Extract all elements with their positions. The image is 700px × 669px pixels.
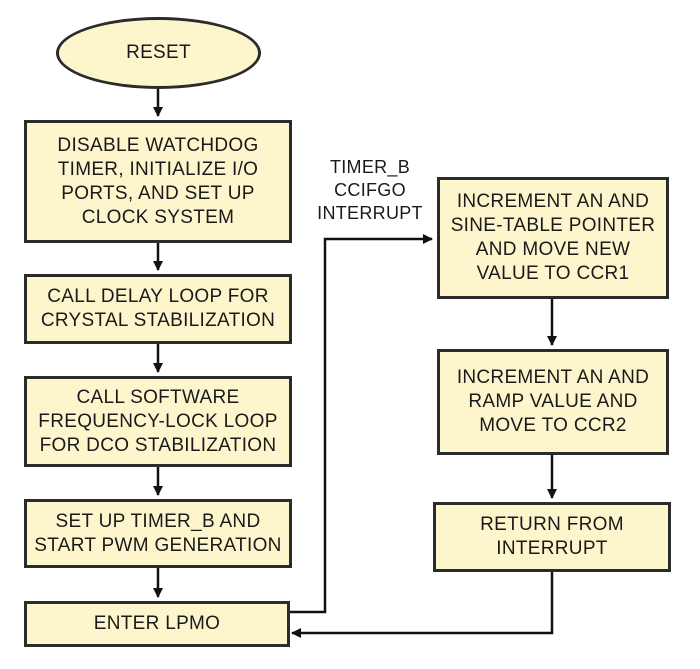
delay-loop-label: CALL DELAY LOOP FOR CRYSTAL STABILIZATIO…: [40, 286, 276, 331]
arrow-lpm-to-interrupt: [290, 234, 433, 614]
enter-lpm-node: ENTER LPMO: [24, 601, 290, 647]
increment-ramp-node: INCREMENT AN AND RAMP VALUE AND MOVE TO …: [437, 349, 669, 455]
interrupt-label: TIMER_B CCIFGO INTERRUPT: [317, 157, 423, 223]
delay-loop-node: CALL DELAY LOOP FOR CRYSTAL STABILIZATIO…: [24, 274, 292, 344]
setup-timer-node: SET UP TIMER_B AND START PWM GENERATION: [24, 499, 292, 568]
reset-node: RESET: [56, 17, 261, 89]
reset-label: RESET: [126, 42, 191, 63]
freq-lock-node: CALL SOFTWARE FREQUENCY-LOCK LOOP FOR DC…: [24, 376, 292, 467]
enter-lpm-label: ENTER LPMO: [93, 613, 221, 634]
disable-watchdog-label: DISABLE WATCHDOG TIMER, INITIALIZE I/O P…: [57, 134, 259, 228]
setup-timer-label: SET UP TIMER_B AND START PWM GENERATION: [34, 510, 282, 556]
increment-sine-label: INCREMENT AN AND SINE-TABLE POINTER AND …: [450, 191, 656, 284]
freq-lock-label: CALL SOFTWARE FREQUENCY-LOCK LOOP FOR DC…: [38, 386, 278, 456]
return-interrupt-node: RETURN FROM INTERRUPT: [433, 502, 671, 572]
return-interrupt-label: RETURN FROM INTERRUPT: [480, 514, 624, 559]
increment-ramp-label: INCREMENT AN AND RAMP VALUE AND MOVE TO …: [456, 367, 650, 436]
disable-watchdog-node: DISABLE WATCHDOG TIMER, INITIALIZE I/O P…: [24, 120, 292, 243]
arrow-return-to-lpm: [291, 572, 554, 638]
increment-sine-node: INCREMENT AN AND SINE-TABLE POINTER AND …: [437, 177, 669, 299]
